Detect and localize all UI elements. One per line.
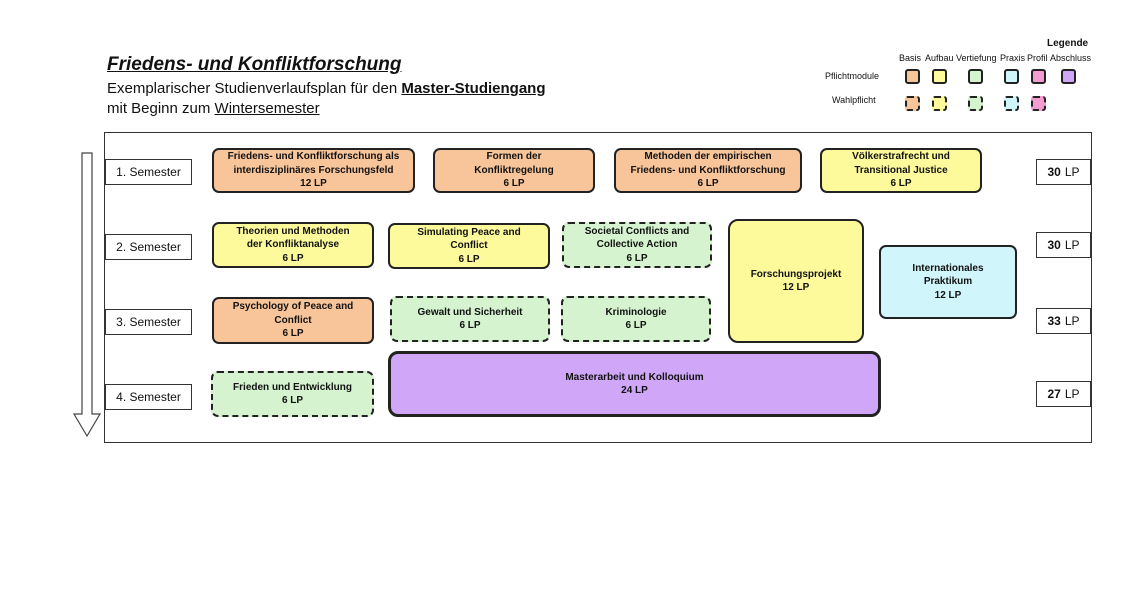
module-line: Transitional Justice	[854, 164, 948, 176]
legend-swatch-praxis-pflicht	[1004, 69, 1019, 84]
module-societal-conflicts[interactable]: Societal Conflicts and Collective Action…	[562, 222, 712, 268]
module-line: Conflict	[450, 240, 488, 252]
module-lp: 24 LP	[621, 385, 648, 396]
legend-swatch-praxis-wahl	[1004, 96, 1019, 111]
module-line: Frieden und Entwicklung	[233, 381, 352, 393]
study-plan-frame	[104, 132, 1092, 443]
module-line: Forschungsprojekt	[750, 268, 842, 280]
module-line: Völkerstrafrecht und	[852, 151, 950, 163]
legend-row-pflicht: Pflichtmodule	[825, 71, 880, 81]
module-lp: 6 LP	[626, 252, 648, 264]
legend-col-profil: Profil	[1027, 53, 1048, 63]
legend-swatch-aufbau-pflicht	[932, 69, 947, 84]
legend-col-basis: Basis	[899, 53, 922, 63]
lp-unit: LP	[1064, 387, 1080, 401]
subtitle-semester: Wintersemester	[214, 100, 320, 117]
legend-swatch-profil-pflicht	[1031, 69, 1046, 84]
module-lp: 6 LP	[281, 395, 304, 406]
module-voelkerstrafrecht[interactable]: Völkerstrafrecht und Transitional Justic…	[820, 148, 982, 193]
lp-unit: LP	[1064, 314, 1080, 328]
semester-label-4: 4. Semester	[105, 384, 192, 410]
module-lp: 6 LP	[890, 178, 912, 190]
module-internationales-praktikum[interactable]: Internationales Praktikum 12 LP	[879, 245, 1017, 319]
module-methoden-empirisch[interactable]: Methoden der empirischen Friedens- und K…	[614, 148, 802, 193]
legend-title: Legende	[1047, 38, 1089, 49]
module-lp: 6 LP	[697, 178, 719, 190]
semester-label-3: 3. Semester	[105, 309, 192, 335]
legend-swatch-basis-wahl	[905, 96, 920, 111]
module-theorien-methoden[interactable]: Theorien und Methoden der Konfliktanalys…	[212, 222, 374, 268]
module-konfliktregelung[interactable]: Formen der Konfliktregelung 6 LP	[433, 148, 595, 193]
legend-row-wahl: Wahlpflicht	[832, 95, 876, 105]
module-line: Internationales	[912, 262, 984, 274]
module-masterarbeit[interactable]: Masterarbeit und Kolloquium 24 LP	[388, 351, 881, 417]
legend-swatch-profil-wahl	[1031, 96, 1046, 111]
module-line: Masterarbeit und Kolloquium	[565, 371, 704, 383]
module-line: Methoden der empirischen	[644, 151, 772, 163]
module-line: Psychology of Peace and	[232, 301, 354, 313]
module-lp: 6 LP	[459, 320, 481, 331]
module-lp: 6 LP	[282, 328, 304, 340]
module-line: der Konfliktanalyse	[246, 239, 340, 251]
legend-swatch-vertiefung-wahl	[968, 96, 983, 111]
module-line: Konfliktregelung	[474, 164, 554, 176]
lp-value: 30	[1047, 238, 1061, 252]
subtitle-program: Master-Studiengang	[401, 80, 546, 97]
module-line: Conflict	[274, 314, 312, 326]
module-lp: 12 LP	[782, 282, 810, 293]
legend-swatch-abschluss-pflicht	[1061, 69, 1076, 84]
legend-col-abschluss: Abschluss	[1050, 53, 1092, 63]
module-line: Simulating Peace and	[417, 226, 521, 238]
module-line: Praktikum	[923, 276, 973, 288]
subtitle-line-1: Exemplarischer Studienverlaufsplan für d…	[107, 80, 546, 97]
subtitle-text: Exemplarischer Studienverlaufsplan für d…	[107, 80, 402, 97]
module-lp: 6 LP	[458, 253, 480, 265]
semester-label-2: 2. Semester	[105, 234, 192, 260]
module-lp: 12 LP	[934, 289, 962, 301]
timeline-down-arrow-icon	[72, 152, 102, 438]
lp-unit: LP	[1064, 165, 1080, 179]
lp-value: 33	[1047, 314, 1061, 328]
legend-col-aufbau: Aufbau	[925, 53, 954, 63]
lp-unit: LP	[1064, 238, 1080, 252]
legend-swatch-aufbau-wahl	[932, 96, 947, 111]
module-line: Friedens- und Konfliktforschung	[630, 164, 786, 176]
module-psychology-peace[interactable]: Psychology of Peace and Conflict 6 LP	[212, 297, 374, 344]
module-kriminologie[interactable]: Kriminologie 6 LP	[561, 296, 711, 342]
module-lp: 6 LP	[625, 320, 647, 331]
legend-col-vertiefung: Vertiefung	[956, 53, 997, 63]
module-line: interdisziplinäres Forschungsfeld	[233, 164, 394, 176]
legend-col-praxis: Praxis	[1000, 53, 1026, 63]
legend-swatch-basis-pflicht	[905, 69, 920, 84]
lp-value: 30	[1047, 165, 1061, 179]
module-forschungsprojekt[interactable]: Forschungsprojekt 12 LP	[728, 219, 864, 343]
module-simulating-peace[interactable]: Simulating Peace and Conflict 6 LP	[388, 223, 550, 269]
legend-swatch-vertiefung-pflicht	[968, 69, 983, 84]
semester-label-1: 1. Semester	[105, 159, 192, 185]
module-frieden-entwicklung[interactable]: Frieden und Entwicklung 6 LP	[211, 371, 374, 417]
module-gewalt-sicherheit[interactable]: Gewalt und Sicherheit 6 LP	[390, 296, 550, 342]
module-lp: 6 LP	[503, 178, 525, 190]
module-lp: 6 LP	[282, 252, 304, 264]
subtitle-text: mit Beginn zum	[107, 100, 215, 117]
module-line: Theorien und Methoden	[236, 225, 350, 237]
module-line: Gewalt und Sicherheit	[417, 306, 523, 318]
lp-value: 27	[1047, 387, 1061, 401]
module-line: Collective Action	[596, 239, 678, 251]
module-line: Friedens- und Konfliktforschung als	[227, 151, 400, 163]
page-title: Friedens- und Konfliktforschung	[107, 54, 402, 75]
module-friedens-konfliktforschung[interactable]: Friedens- und Konfliktforschung als inte…	[212, 148, 415, 193]
subtitle-line-2: mit Beginn zum Wintersemester	[107, 100, 320, 117]
module-line: Societal Conflicts and	[584, 225, 690, 237]
module-line: Formen der	[486, 151, 542, 163]
module-lp: 12 LP	[300, 178, 327, 190]
module-line: Kriminologie	[605, 306, 667, 318]
